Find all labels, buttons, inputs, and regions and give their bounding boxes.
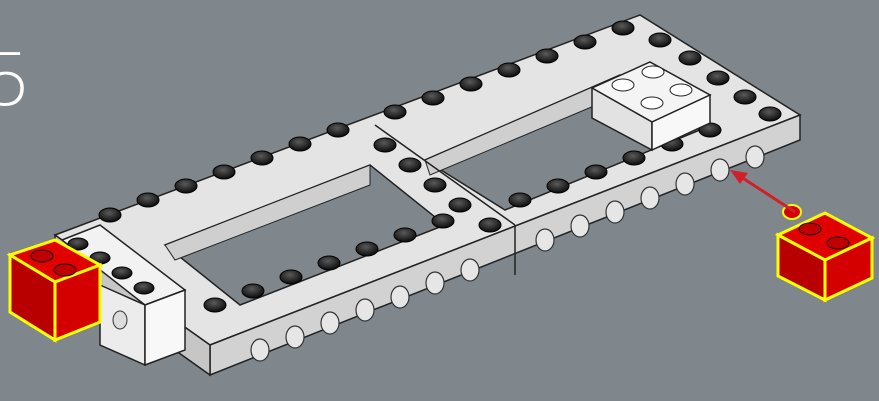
arrow-icon xyxy=(730,170,795,212)
red-brick-to-place xyxy=(778,205,872,300)
